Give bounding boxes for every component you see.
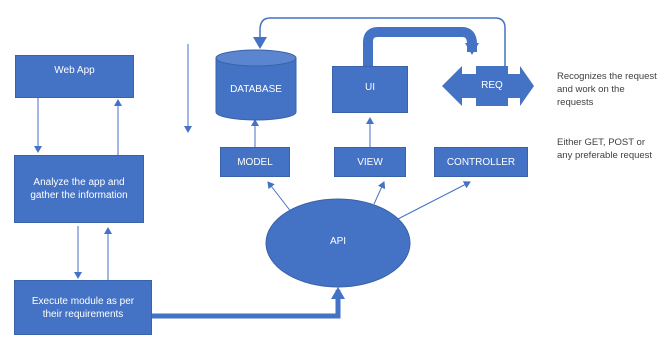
api-to-controller-arrow [395, 181, 471, 221]
view-label: VIEW [357, 156, 383, 168]
api-ellipse [265, 198, 411, 288]
execute-to-api-arrow [152, 287, 345, 319]
analyze-label: Analyze the app and gather the informati… [30, 177, 128, 201]
model-label: MODEL [237, 156, 273, 168]
req-note: Recognizes the request and work on the r… [557, 71, 657, 108]
view-box: VIEW [334, 147, 406, 177]
req-label: REQ [481, 80, 503, 91]
execute-box: Execute module as per their requirements [14, 280, 152, 335]
methods-note: Either GET, POST or any preferable reque… [557, 137, 653, 161]
web-app-label: Web App [54, 65, 95, 76]
database-cylinder [215, 49, 297, 121]
ui-label: UI [365, 82, 375, 93]
controller-box: CONTROLLER [434, 147, 528, 177]
ui-box: UI [332, 66, 408, 113]
api-to-model-arrow [267, 181, 293, 214]
req-to-database-arrow [253, 17, 506, 68]
model-box: MODEL [220, 147, 290, 177]
execute-label: Execute module as per their requirements [31, 295, 135, 320]
req-shape [442, 66, 534, 106]
controller-label: CONTROLLER [446, 156, 516, 168]
ui-to-req-arrow [363, 27, 479, 66]
analyze-box: Analyze the app and gather the informati… [14, 155, 144, 223]
api-to-view-arrow [373, 181, 386, 205]
api-label: API [329, 236, 347, 247]
database-label: DATABASE [230, 84, 282, 95]
web-app-box: Web App [15, 55, 134, 98]
